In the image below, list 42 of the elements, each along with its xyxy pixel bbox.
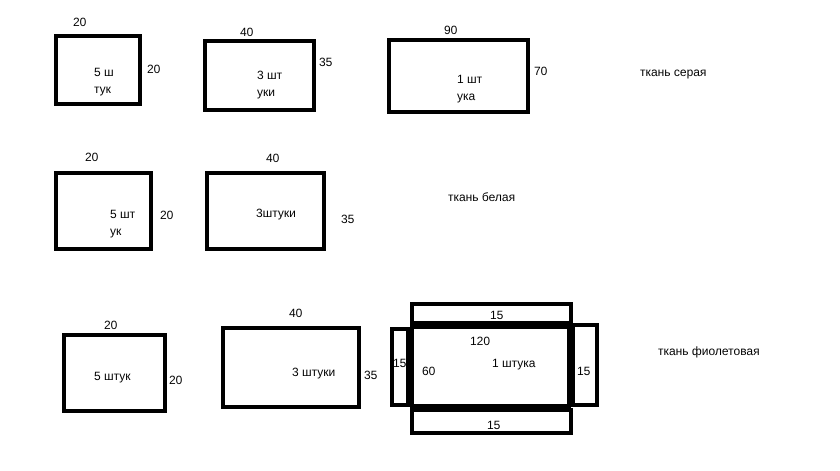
fabric-piece-outline (54, 34, 142, 106)
fabric-label: ткань фиолетовая (658, 344, 760, 358)
fabric-piece-outline (62, 333, 167, 413)
fabric-label: ткань серая (640, 65, 706, 79)
fabric-piece-outline (203, 39, 316, 112)
dimension-label: 15 (487, 417, 502, 434)
fabric-label: ткань белая (448, 190, 516, 204)
quantity-label: 3 шт уки (257, 67, 284, 101)
dimension-label: 70 (534, 64, 548, 78)
quantity-label: 5 ш тук (94, 64, 115, 98)
dimension-label: 15 (393, 355, 408, 372)
fabric-piece-outline (410, 302, 573, 325)
quantity-label: 5 штук (94, 368, 132, 385)
dimension-label: 35 (341, 212, 354, 226)
quantity-label: 3штуки (256, 205, 297, 222)
dimension-label: 20 (104, 318, 118, 332)
dimension-label: 90 (444, 23, 458, 37)
dimension-label: 40 (266, 151, 280, 165)
quantity-label: 5 шт ук (110, 206, 136, 240)
fabric-piece-outline (54, 171, 153, 251)
fabric-piece-outline (387, 38, 530, 114)
dimension-label: 35 (364, 368, 378, 382)
dimension-label: 40 (240, 25, 254, 39)
dimension-label: 20 (160, 208, 174, 222)
dimension-label: 15 (577, 363, 592, 380)
dimension-label: 35 (319, 55, 332, 69)
fabric-piece-outline (205, 171, 326, 251)
dimension-label: 40 (289, 306, 302, 320)
dimension-label: 15 (490, 307, 504, 324)
dimension-label: 20 (73, 15, 86, 29)
quantity-label: 3 штуки (292, 364, 336, 381)
quantity-label: 1 шт ука (457, 71, 484, 105)
fabric-piece-outline (571, 323, 599, 407)
quantity-label: 1 штука (492, 355, 536, 372)
dimension-label: 20 (85, 150, 98, 164)
dimension-label: 60 (422, 363, 436, 380)
dimension-label: 20 (147, 62, 160, 76)
dimension-label: 20 (169, 373, 182, 387)
fabric-piece-outline (410, 408, 573, 435)
fabric-piece-outline (390, 327, 410, 407)
fabric-piece-outline (221, 326, 361, 409)
dimension-label: 120 (470, 333, 492, 350)
